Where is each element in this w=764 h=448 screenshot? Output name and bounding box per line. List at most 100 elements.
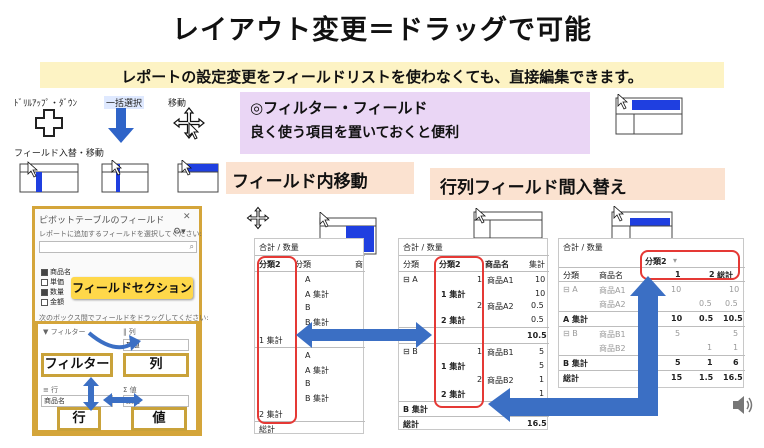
field-move-icon-2 [100,159,150,198]
table1-header-2[interactable]: 分類 [295,260,311,269]
table3-row-header-2[interactable]: 商品名 [599,271,623,280]
table-row: 5 [675,358,681,367]
table2-header-3[interactable]: 商品名 [485,260,509,269]
table-row: 商品A2 [599,300,626,309]
table-row: ⊟ A [403,275,418,284]
table-row: B [305,303,311,312]
table3-col-field[interactable]: 分類2 [645,257,667,266]
slide-title: レイアウト変更＝ドラッグで可能 [172,15,592,46]
table-row: 10.5 [723,314,743,323]
field-move-icon-3 [176,159,220,198]
value-area-label[interactable]: 値 [131,407,187,431]
leftright-arrow-icon [103,393,143,407]
table3-title: 合計 / 数量 [563,243,603,252]
table2-grand-total-value: 16.5 [527,419,547,428]
table1-header-1[interactable]: 分類2 [259,260,281,269]
table-row: A 集計 [305,290,330,299]
swap-arrow-icon [296,322,432,348]
filter-section-description: 良く使う項目を置いておくと便利 [250,125,460,141]
col-filter-icon[interactable]: ▾ [673,256,678,265]
table-row: 6 [733,358,739,367]
table-row: ⊟ A [563,285,578,294]
row-col-swap-heading: 行列フィールド間入替え [440,178,627,198]
curved-arrow-icon [87,331,141,351]
value-area-header: Σ 値 [123,386,137,394]
table-row: 商品B1 [487,348,514,357]
table-row: 10.5 [527,331,547,340]
table-row: 2 集計 [259,410,283,419]
row-col-swap-box [430,168,725,200]
row-area-label[interactable]: 行 [57,407,101,431]
table-row: 10 [671,285,682,294]
table-row: 0.5 [725,299,738,308]
field-checkbox-3[interactable]: 数量 [41,287,64,297]
table-row: 5 [733,329,739,338]
table-row: 1 [477,347,483,356]
field-swap-label: フィールド入替・移動 [14,149,104,159]
table-row: B 集計 [305,318,330,327]
filter-section-title: ◎フィルター・フィールド [250,99,428,117]
table1-total: 総計 [259,425,275,434]
drilldown-label: ﾄﾞﾘﾙｱｯﾌﾟ・ﾀﾞｳﾝ [14,99,78,109]
table-row: 商品B2 [487,376,514,385]
pane-settings-icon[interactable]: ⚙▾ [173,227,186,237]
speaker-icon[interactable] [730,392,756,422]
filter-area-label[interactable]: フィルター [41,353,113,377]
table-row: A 集計 [305,366,330,375]
table-row: 10 [671,314,683,323]
table-row: 1 [707,343,713,352]
table-row: 0.5 [699,299,712,308]
table1-header-3[interactable]: 商 [355,260,363,269]
table2-grand-total: 総計 [403,420,419,429]
table2-header-2[interactable]: 分類2 [439,260,461,269]
slide-subtitle: レポートの設定変更をフィールドリストを使わなくても、直接編集できます。 [121,68,643,86]
table-row: 15 [671,373,683,382]
column-area-header: ‖ 列 [123,328,136,336]
table2-header-1[interactable]: 分類 [403,260,419,269]
table-row: 10 [535,289,546,298]
table-row: 16.5 [723,373,743,382]
field-checkbox-1[interactable]: 商品名 [41,267,71,277]
table-row: 5 [539,347,545,356]
column-area-label[interactable]: 列 [123,353,189,377]
table-row: A [305,275,311,284]
plus-cursor-icon [34,108,64,142]
search-icon: ⌕ [189,242,194,251]
table-row: 0.5 [531,301,544,310]
table-row: 商品B1 [599,330,626,339]
field-section-label: フィールドセクション [71,277,193,299]
table-row: 5 [539,361,545,370]
table2-b-total: B 集計 [403,405,428,414]
pane-hint: レポートに追加するフィールドを選択してください: [39,230,202,238]
table1-title: 合計 / 数量 [259,243,299,252]
filter-section-box [240,92,590,154]
row-to-column-arrow-icon [488,276,666,422]
table-row: A 集計 [563,315,588,324]
table2-header-4[interactable]: 集計 [529,260,545,269]
table-row: A [305,351,311,360]
table-row: 1 集計 [259,336,283,345]
pane-header: ピボットテーブルのフィールド [39,216,165,226]
updown-arrow-icon [83,377,99,411]
pane-search-input[interactable]: ⌕ [39,241,197,253]
table-row: 1 [539,389,545,398]
table2-field-icon [468,207,544,244]
field-checkbox-4[interactable]: 金額 [41,297,64,307]
pivot-field-pane: ピボットテーブルのフィールド ✕ レポートに追加するフィールドを選択してください… [32,206,209,436]
table-row: 1 [539,375,545,384]
pane-close-icon[interactable]: ✕ [183,212,191,222]
table3-col-value-1: 1 [675,270,681,279]
table-row: 商品A1 [599,286,626,295]
subtitle-band [40,62,724,88]
table-row: 1 [477,275,483,284]
table-row: 0.5 [699,314,714,323]
table3-col-value-3: 総計 [717,271,733,280]
table-row: B [305,379,311,388]
table-row: 商品A2 [487,302,514,311]
table3-row-header-1[interactable]: 分類 [563,271,579,280]
table-row: B 集計 [563,359,588,368]
pane-area-hint: 次のボックス間でフィールドをドラッグしてください: [39,314,209,322]
field-checkbox-2[interactable]: 単価 [41,277,64,287]
table3-col-value-2: 2 [709,270,715,279]
table1-highlight [257,256,297,424]
